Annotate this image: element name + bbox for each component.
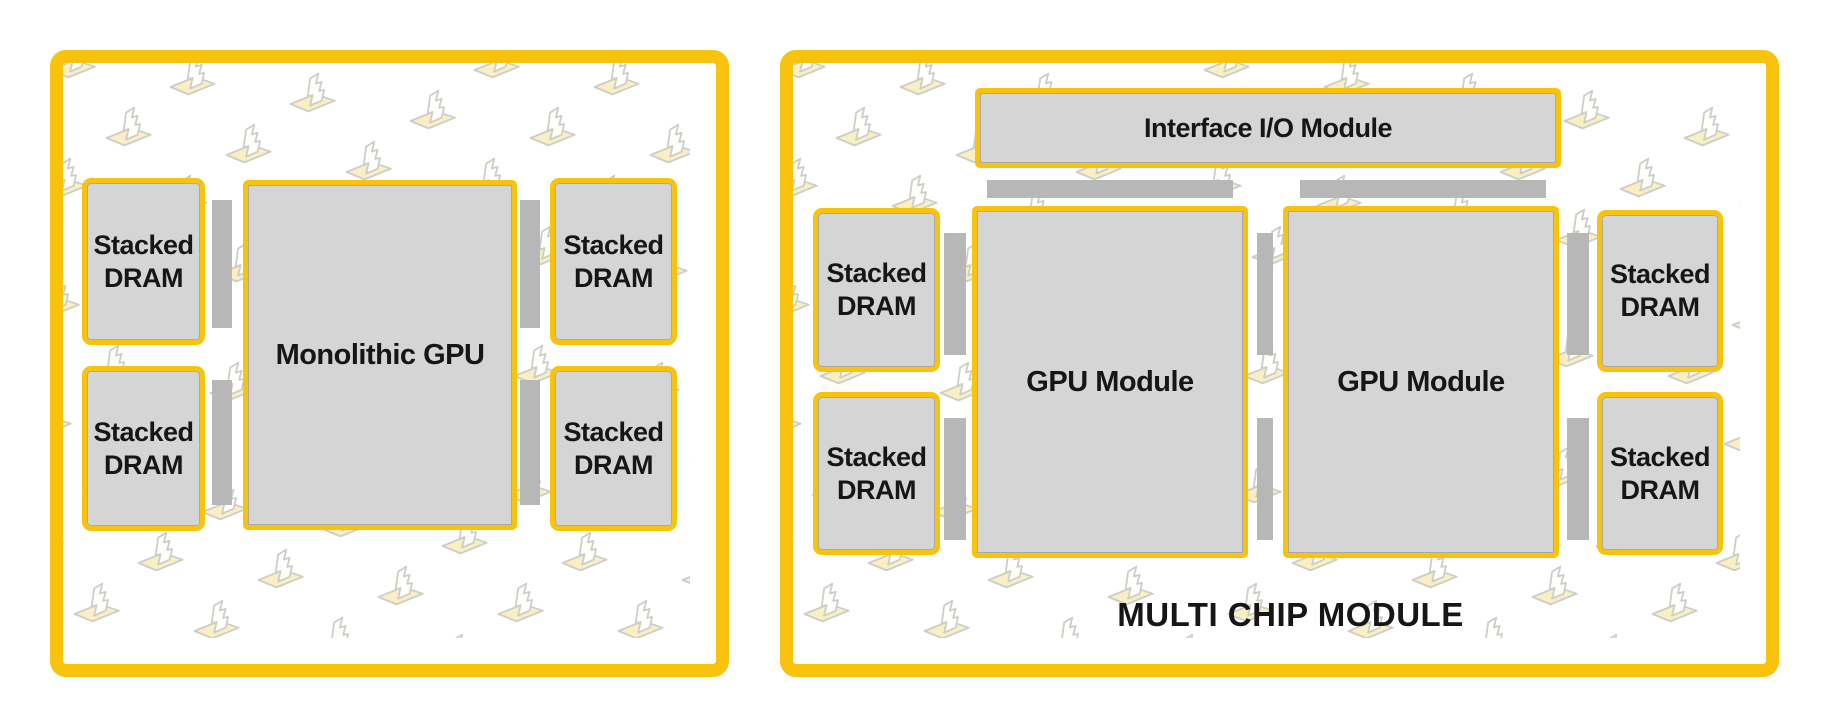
monolithic-gpu-block: Monolithic GPU [243, 180, 517, 530]
interconnect-bar [520, 380, 540, 505]
interconnect-bar [1567, 418, 1589, 540]
stacked-dram-label: Stacked DRAM [563, 229, 664, 293]
stacked-dram-block: Stacked DRAM [813, 392, 940, 555]
stacked-dram-block: Stacked DRAM [550, 366, 677, 531]
interconnect-bar [1300, 180, 1546, 198]
monolithic-gpu-label: Monolithic GPU [275, 338, 485, 371]
mcm-panel: Interface I/O Module Stacked DRAM Stacke… [780, 50, 1779, 677]
stacked-dram-label: Stacked DRAM [93, 416, 194, 480]
interconnect-bar [1257, 418, 1273, 540]
stacked-dram-label: Stacked DRAM [563, 416, 664, 480]
interface-io-module-block: Interface I/O Module [975, 88, 1561, 168]
stacked-dram-label: Stacked DRAM [1609, 441, 1711, 505]
gpu-module-block: GPU Module [972, 206, 1248, 558]
stacked-dram-label: Stacked DRAM [93, 229, 194, 293]
interconnect-bar [1257, 233, 1273, 355]
interconnect-bar [987, 180, 1233, 198]
interconnect-bar [520, 200, 540, 328]
interconnect-bar [944, 418, 966, 540]
stacked-dram-block: Stacked DRAM [82, 178, 205, 345]
stacked-dram-block: Stacked DRAM [1597, 210, 1723, 372]
gpu-module-block: GPU Module [1283, 206, 1559, 558]
stacked-dram-label: Stacked DRAM [826, 441, 927, 505]
interconnect-bar [944, 233, 966, 355]
interconnect-bar [212, 200, 232, 328]
stacked-dram-block: Stacked DRAM [82, 366, 205, 531]
interconnect-bar [1567, 233, 1589, 355]
gpu-module-label: GPU Module [1337, 365, 1505, 398]
stacked-dram-block: Stacked DRAM [550, 178, 677, 345]
interconnect-bar [212, 380, 232, 505]
monolithic-gpu-panel: Stacked DRAM Stacked DRAM Monolithic GPU… [50, 50, 729, 677]
stacked-dram-label: Stacked DRAM [1609, 259, 1711, 322]
interface-io-module-label: Interface I/O Module [1143, 112, 1393, 143]
gpu-module-label: GPU Module [1026, 365, 1194, 398]
stacked-dram-label: Stacked DRAM [826, 258, 927, 321]
stacked-dram-block: Stacked DRAM [813, 208, 940, 372]
mcm-caption: MULTI CHIP MODULE [1117, 596, 1464, 633]
stacked-dram-block: Stacked DRAM [1597, 392, 1723, 555]
